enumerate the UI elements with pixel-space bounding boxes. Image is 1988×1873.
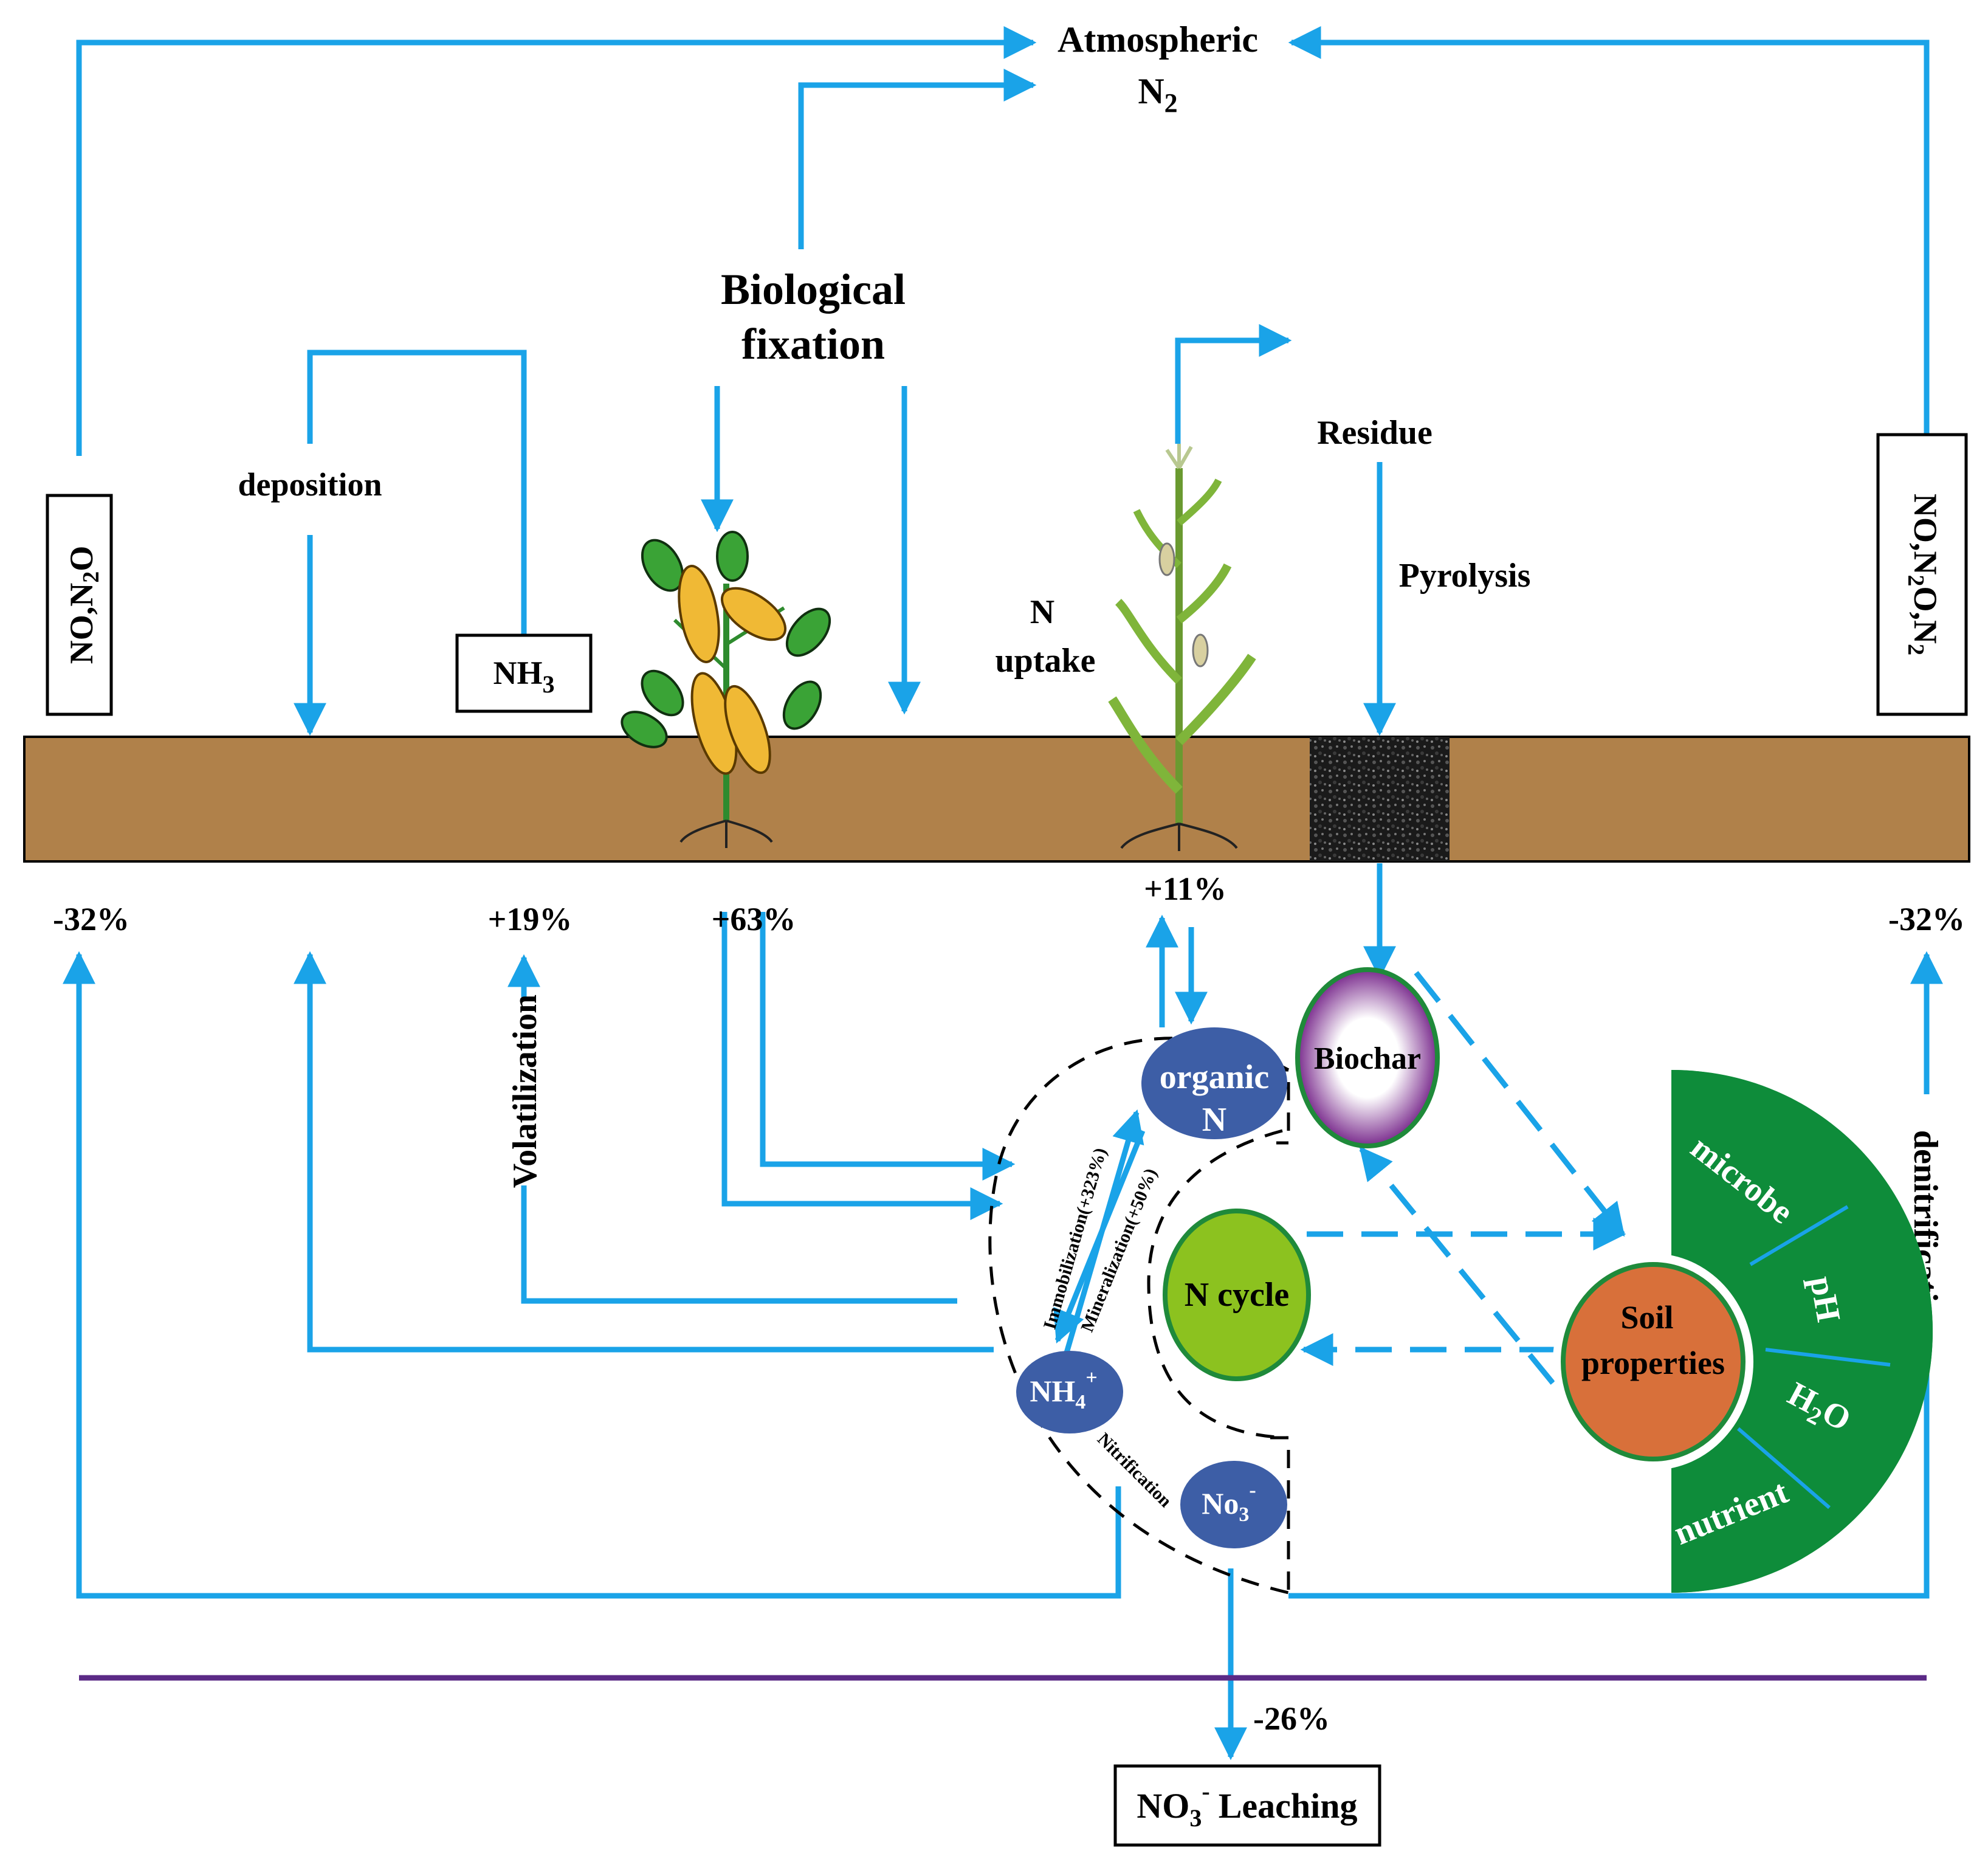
svg-text:Soil: Soil — [1620, 1299, 1673, 1336]
n-uptake-label-1: N — [1030, 593, 1054, 631]
svg-text:organic: organic — [1160, 1058, 1269, 1096]
pct-nh3: +19% — [488, 901, 573, 937]
svg-text:NH4+: NH4+ — [1030, 1367, 1097, 1413]
atmospheric-n2-label: N2 — [1138, 71, 1177, 118]
dashed-arrows — [1300, 971, 1626, 1385]
volatilization-label: Volatilization — [506, 995, 544, 1188]
biological-fixation-label-2: fixation — [741, 320, 885, 368]
svg-text:properties: properties — [1581, 1345, 1725, 1381]
svg-text:NH3: NH3 — [494, 655, 555, 698]
residue-label: Residue — [1317, 414, 1433, 452]
no3-node — [1180, 1461, 1287, 1548]
svg-text:No3-: No3- — [1202, 1479, 1256, 1526]
svg-text:NO3-Leaching: NO3-Leaching — [1137, 1778, 1357, 1832]
nitrification-label: Nitrification — [1093, 1429, 1175, 1511]
soil-properties-core — [1561, 1262, 1746, 1461]
n-uptake-label-2: uptake — [996, 642, 1096, 680]
biochar-node — [1295, 967, 1440, 1148]
pct-denitrification: -32% — [1888, 901, 1965, 937]
organic-n-node — [1141, 1027, 1287, 1139]
n-cycle-node — [1163, 1209, 1311, 1381]
nh4-node — [1016, 1351, 1123, 1433]
leaching-box — [1113, 1764, 1381, 1847]
no-n2o-n2-box-right — [1876, 433, 1968, 716]
soil-properties-fan: microbe pH H2O nutrient — [1669, 1070, 1933, 1593]
nh3-box — [455, 633, 593, 713]
pct-fixation: +63% — [712, 901, 796, 937]
svg-text:N cycle: N cycle — [1185, 1276, 1290, 1314]
pyrolysis-label: Pyrolysis — [1399, 557, 1531, 595]
biological-fixation-label-1: Biological — [721, 265, 906, 314]
svg-text:NO,N2O,N2: NO,N2O,N2 — [1903, 494, 1944, 655]
pct-no-n2o: -32% — [53, 901, 129, 937]
pct-uptake: +11% — [1144, 871, 1226, 907]
soil-band — [23, 736, 1970, 863]
svg-text:Biochar: Biochar — [1314, 1041, 1421, 1076]
legume-plant-icon — [621, 531, 831, 848]
biochar-sample — [1310, 737, 1450, 861]
flow-arrows — [63, 26, 1943, 1761]
deposition-label: deposition — [238, 466, 382, 503]
svg-text:NO,N2O: NO,N2O — [63, 546, 104, 664]
svg-text:N: N — [1202, 1101, 1226, 1139]
corn-plant-icon — [1108, 444, 1256, 851]
atmospheric-label: Atmospheric — [1058, 19, 1258, 60]
ph-segment-label: pH — [1803, 1274, 1848, 1325]
no-n2o-box-left — [46, 494, 113, 716]
pct-leaching: -26% — [1253, 1700, 1330, 1737]
